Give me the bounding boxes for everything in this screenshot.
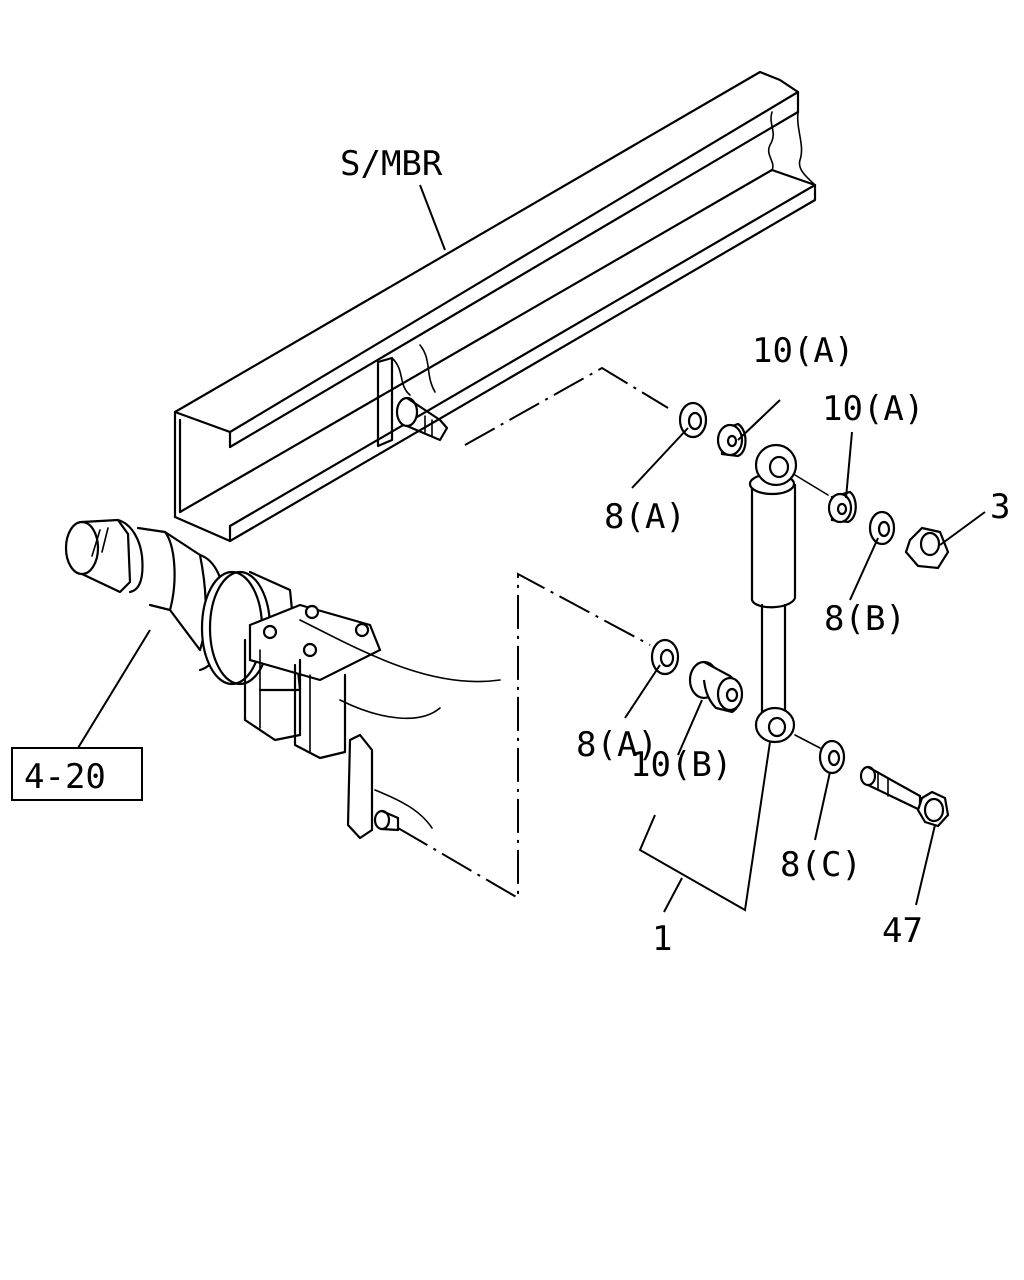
- axis-lower: [794, 734, 821, 749]
- label-8c: 8(C): [780, 845, 862, 885]
- label-47: 47: [882, 911, 923, 951]
- leader-1-stem: [663, 877, 683, 913]
- axis-upper: [794, 474, 829, 496]
- leader-side-member: [419, 184, 446, 251]
- washer-8b: [868, 510, 896, 546]
- label-10b: 10(B): [630, 745, 732, 785]
- leader-47: [915, 824, 936, 906]
- leader-3: [939, 511, 986, 546]
- label-1: 1: [652, 919, 672, 959]
- leader-1: [638, 741, 771, 912]
- shock-absorber: [748, 443, 798, 744]
- label-8b: 8(B): [824, 599, 906, 639]
- bushing-10a-upper-left: [716, 422, 747, 458]
- label-side-member: S/MBR: [340, 144, 443, 184]
- bushing-10b: [688, 660, 744, 714]
- leader-10a-mid: [845, 431, 853, 499]
- axle-assembly: [64, 518, 501, 840]
- leader-ref-box: [77, 629, 151, 749]
- leader-8c: [814, 771, 831, 841]
- centerline-upper: [464, 366, 669, 446]
- label-8a-low: 8(A): [576, 725, 658, 765]
- bolt-47: [859, 765, 950, 828]
- nut-3: [904, 526, 950, 570]
- washer-8a-lower: [650, 638, 680, 676]
- leader-10a-top: [737, 399, 781, 441]
- ref-box: [11, 747, 143, 801]
- leader-8a-top: [631, 427, 689, 489]
- side-member-rail: [173, 70, 817, 543]
- label-3: 3: [990, 487, 1010, 527]
- leader-8b: [849, 537, 879, 601]
- centerline-lower: [397, 572, 651, 900]
- leader-8a-low: [624, 664, 661, 719]
- ref-box-label: 4-20: [24, 757, 106, 797]
- bushing-10a-upper-right: [827, 490, 857, 524]
- label-8a-top: 8(A): [604, 497, 686, 537]
- label-10a-mid: 10(A): [822, 389, 924, 429]
- washer-8c: [818, 739, 846, 775]
- leader-10b: [677, 699, 703, 756]
- label-10a-top: 10(A): [752, 331, 854, 371]
